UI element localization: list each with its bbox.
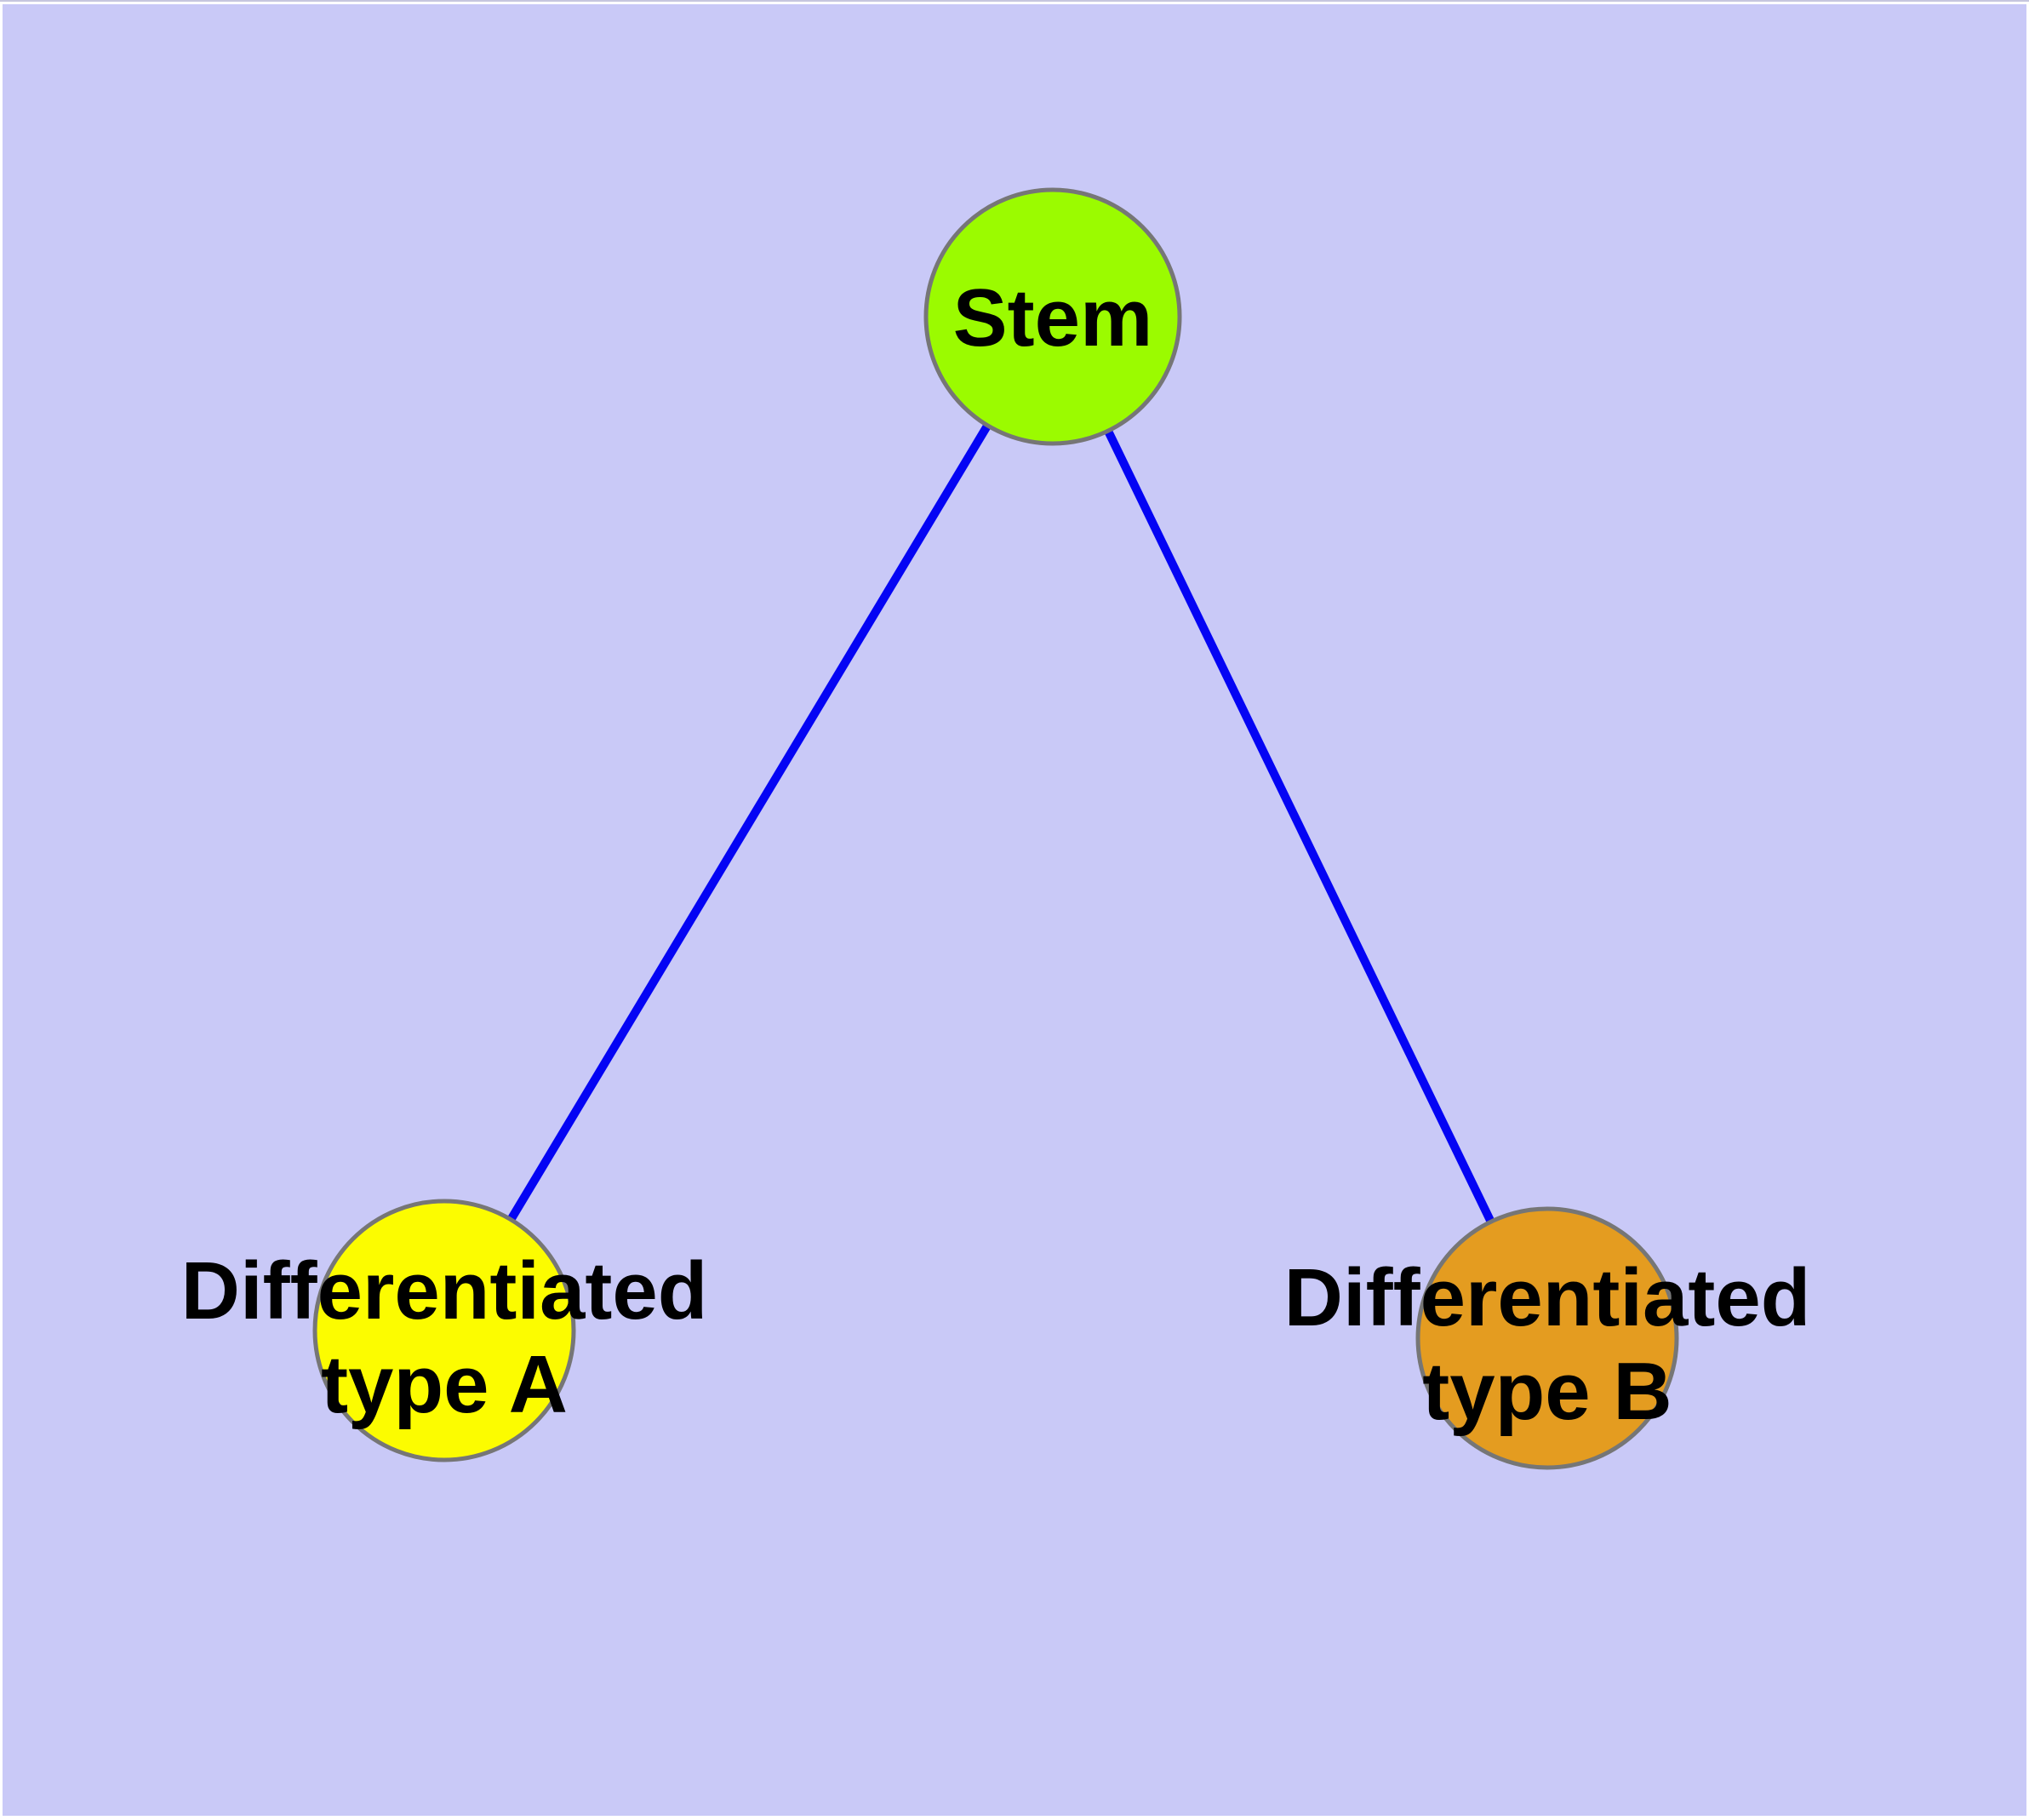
node-differentiated-type-a bbox=[312, 1199, 576, 1462]
node-group bbox=[312, 187, 1679, 1470]
label-group: Stem Differentiated type A Differentiate… bbox=[181, 272, 1811, 1437]
edge-stem-to-type-b bbox=[1049, 314, 1552, 1341]
edge-stem-to-type-a bbox=[440, 314, 1057, 1333]
node-type-b-label-line-2: type B bbox=[1422, 1346, 1672, 1437]
node-stem-label: Stem bbox=[953, 272, 1153, 363]
node-type-a-label-line-1: Differentiated bbox=[181, 1245, 708, 1336]
node-differentiated-type-b bbox=[1415, 1206, 1679, 1470]
node-type-a-label-line-2: type A bbox=[321, 1339, 568, 1430]
node-type-b-label-line-1: Differentiated bbox=[1284, 1252, 1811, 1343]
node-stem bbox=[923, 187, 1182, 446]
edge-group bbox=[440, 314, 1552, 1341]
